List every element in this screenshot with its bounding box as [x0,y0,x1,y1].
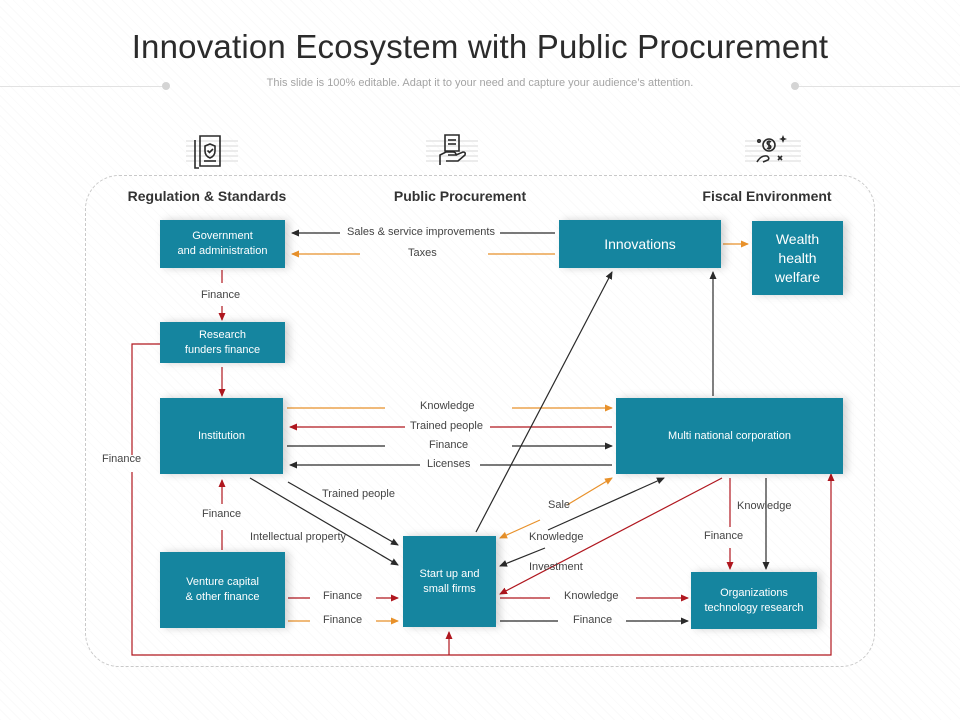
wealth-node[interactable]: Wealth health welfare [752,221,843,295]
edge-label-sales-service: Sales & service improvements [347,226,495,238]
header-rule-right [795,86,960,87]
slide-subtitle: This slide is 100% editable. Adapt it to… [266,77,694,89]
procurement-hand-document-icon [426,134,478,165]
research-funders-node-label: Research funders finance [184,328,261,356]
header-rule-left [0,86,166,87]
edge-label-finance-venture-startup-1: Finance [323,590,363,602]
edge-label-finance-inst-mnc: Finance [429,439,469,451]
header-rule-left-dot [162,82,170,90]
startup-node-label: Start up and small firms [419,567,480,595]
edge-label-trained-people-inst-startup: Trained people [322,488,395,500]
edge-label-sale: Sale [548,499,571,511]
edge-label-knowledge-mnc-startup: Knowledge [529,531,584,543]
edge-label-knowledge-startup-org: Knowledge [564,590,619,602]
innovations-node-label: Innovations [604,235,676,252]
wealth-node-label: Wealth health welfare [774,230,821,285]
slide-title: Innovation Ecosystem with Public Procure… [131,28,829,65]
institution-node-label: Institution [197,429,246,442]
edge-label-intellectual-property: Intellectual property [250,531,346,543]
edge-label-finance-gov-research: Finance [201,289,241,301]
edge-label-taxes: Taxes [408,247,437,259]
column-header-fiscal: Fiscal Environment [702,188,832,204]
diagram-panel [85,175,875,667]
startup-node[interactable]: Start up and small firms [403,536,496,627]
multinational-node[interactable]: Multi national corporation [616,398,843,474]
org-research-node-label: Organizations technology research [704,586,804,614]
edge-label-trained-people-inst-mnc: Trained people [410,420,483,432]
multinational-node-label: Multi national corporation [668,429,791,442]
edge-label-licenses: Licenses [427,458,471,470]
edge-label-finance-venture-inst: Finance [202,508,242,520]
government-node[interactable]: Government and administration [160,220,285,268]
institution-node[interactable]: Institution [160,398,283,474]
research-funders-node[interactable]: Research funders finance [160,322,285,363]
org-research-node[interactable]: Organizations technology research [691,572,817,629]
dollar-coin-hand-icon [745,135,801,163]
government-node-label: Government and administration [177,230,268,257]
venture-capital-node[interactable]: Venture capital & other finance [160,552,285,628]
certificate-document-icon [186,135,238,169]
edge-label-knowledge-inst-mnc: Knowledge [420,400,475,412]
edge-label-knowledge-mnc-org: Knowledge [737,500,792,512]
venture-capital-node-label: Venture capital & other finance [185,576,260,603]
edge-label-finance-venture-startup-2: Finance [323,614,363,626]
column-header-procurement: Public Procurement [393,188,527,204]
edge-label-investment: Investment [529,561,583,573]
edge-label-finance-startup-org: Finance [573,614,613,626]
edge-label-finance-left-loop: Finance [102,453,142,465]
column-header-regulation: Regulation & Standards [127,188,287,204]
header-rule-right-dot [791,82,799,90]
innovations-node[interactable]: Innovations [559,220,721,268]
edge-label-finance-mnc-org: Finance [704,530,744,542]
